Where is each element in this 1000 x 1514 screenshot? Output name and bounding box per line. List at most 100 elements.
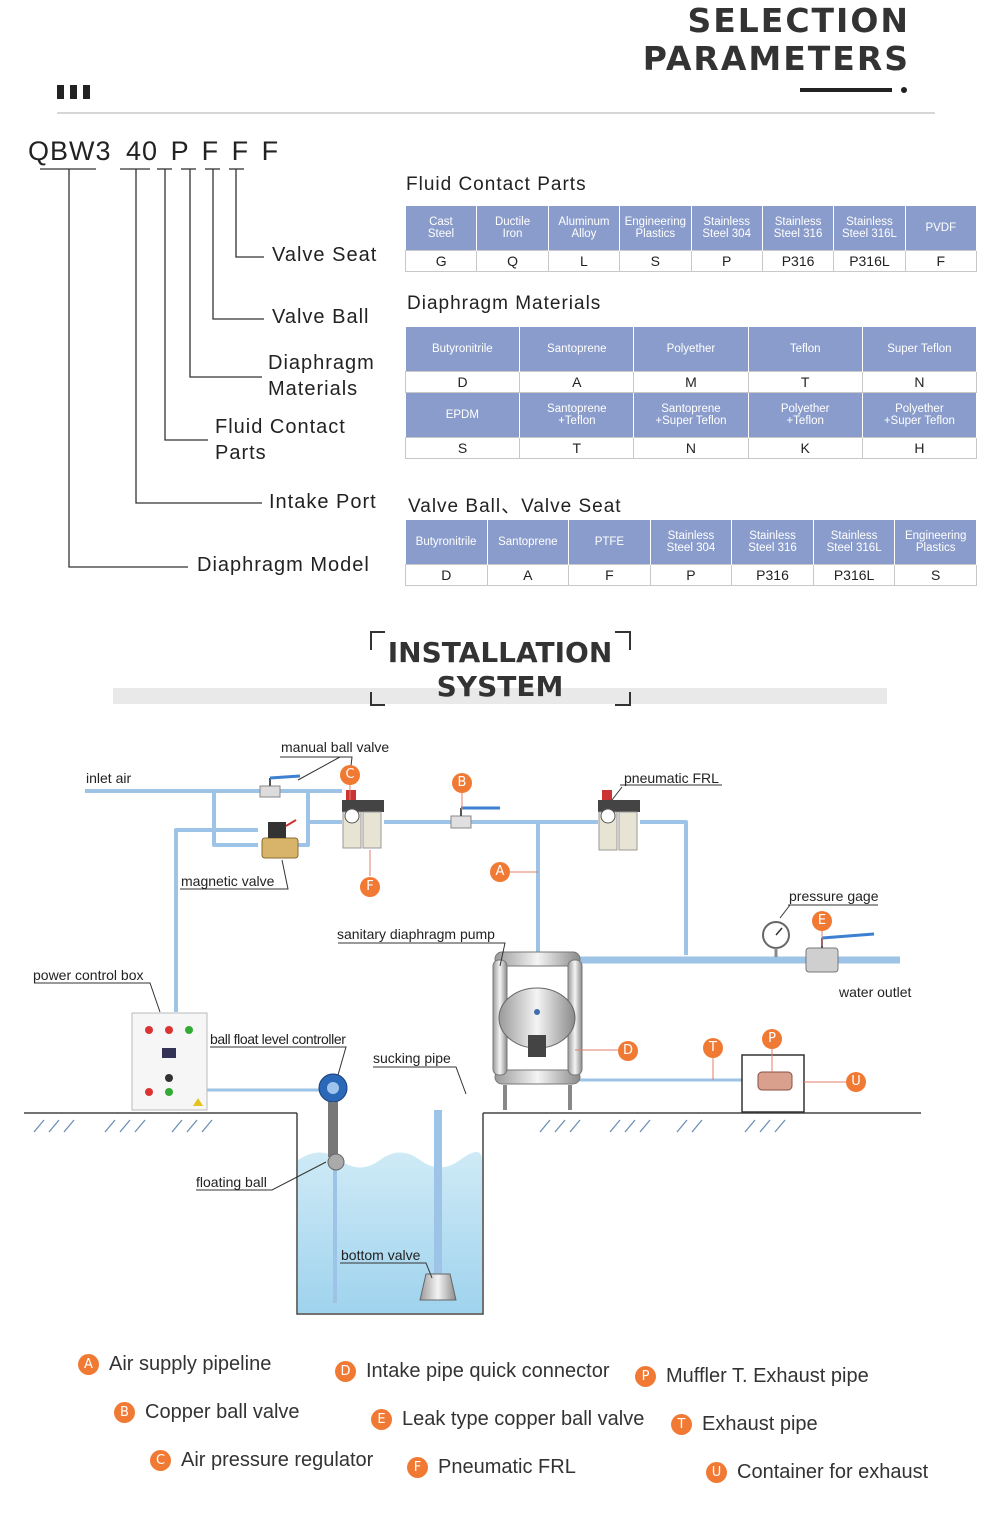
fluid-contact-code-6: P316L	[833, 250, 906, 272]
page-title: SELECTION PARAMETERS	[643, 2, 910, 78]
fluid-contact-code-1: Q	[476, 250, 549, 272]
diaphragm-r2-header-3: Polyether+Teflon	[748, 392, 863, 438]
diaphragm-r2-code-0: S	[404, 437, 521, 459]
model-code: QBW3 40 P F F F	[28, 136, 279, 167]
ball-seat-code-6: S	[894, 564, 977, 586]
code-p1: P	[170, 136, 190, 166]
label-inlet-air: inlet air	[86, 770, 132, 786]
badge-b: B	[452, 773, 472, 793]
ball-seat-code-1: A	[486, 564, 570, 586]
fluid-contact-title: Fluid Contact Parts	[406, 174, 587, 195]
fluid-contact-code-5: P316	[761, 250, 835, 272]
code-p4: F	[261, 136, 280, 166]
label-manual-ball-valve: manual ball valve	[281, 739, 390, 755]
diaphragm-r1-header-4: Super Teflon	[862, 327, 978, 372]
badge-p: P	[762, 1029, 782, 1049]
diaphragm-title: Diaphragm Materials	[407, 293, 602, 314]
badge-u: U	[846, 1072, 866, 1092]
label-valve-seat: Valve Seat	[272, 244, 378, 266]
power-control-box	[131, 1012, 208, 1111]
badge-a: A	[490, 862, 510, 882]
diaphragm-r2-code-2: N	[633, 437, 749, 459]
title-line-1: SELECTION	[687, 1, 910, 40]
leader-valve-ball	[212, 169, 264, 320]
leak-type-ball-valve	[805, 932, 875, 973]
header-decoration	[57, 85, 935, 114]
bar-mark-2	[70, 85, 77, 99]
title-band	[113, 688, 887, 704]
diaphragm-r1-code-2: M	[633, 371, 749, 393]
diaphragm-r2-code-1: T	[519, 437, 635, 459]
installation-title: INSTALLATION SYSTEM	[387, 636, 613, 703]
code-p2: F	[201, 136, 220, 166]
diaphragm-r1-code-4: N	[861, 371, 978, 393]
fluid-contact-code-7: F	[904, 250, 978, 272]
label-intake-port: Intake Port	[269, 491, 377, 513]
diaphragm-r2-code-4: H	[861, 437, 978, 459]
air-pipes	[85, 789, 688, 1012]
fluid-contact-header-7: PVDF	[905, 206, 978, 251]
title-dot	[901, 87, 907, 93]
label-diaphragm-model: Diaphragm Model	[197, 554, 370, 576]
title-underline	[800, 88, 892, 92]
badge-f: F	[360, 877, 380, 897]
code-leader-lines	[40, 168, 264, 568]
code-prefix: QBW3	[28, 136, 112, 166]
leader-diaphragm	[189, 169, 262, 378]
diaphragm-r1-header-2: Polyether	[633, 327, 749, 372]
diaphragm-r1-header-0: Butyronitrile	[405, 327, 521, 372]
sanitary-diaphragm-pump	[492, 951, 583, 1110]
exhaust-container	[741, 1054, 805, 1113]
fluid-contact-code-2: L	[547, 250, 621, 272]
badge-e: E	[812, 911, 832, 931]
diaphragm-r2-code-3: K	[747, 437, 863, 459]
diaphragm-r2-header-1: Santoprene+Teflon	[519, 392, 635, 438]
title-line-2: PARAMETERS	[642, 39, 910, 78]
installation-diagram	[24, 756, 921, 1315]
ball-seat-code-2: F	[568, 564, 651, 586]
ball-seat-header-0: Butyronitrile	[405, 520, 488, 565]
manual-ball-valve	[259, 774, 301, 798]
diaphragm-r1-code-0: D	[404, 371, 521, 393]
ball-seat-header-1: Santoprene	[487, 520, 570, 565]
label-magnetic-valve: magnetic valve	[181, 873, 275, 889]
label-pneumatic-frl: pneumatic FRL	[624, 770, 719, 786]
badge-c: C	[340, 765, 360, 785]
air-pressure-regulator	[342, 790, 384, 849]
label-water-outlet: water outlet	[839, 984, 912, 1000]
label-valve-ball: Valve Ball	[272, 306, 370, 328]
code-p3: F	[231, 136, 250, 166]
leader-model	[68, 169, 188, 568]
code-port: 40	[126, 136, 159, 166]
bar-mark-3	[83, 85, 90, 99]
badge-d: D	[618, 1041, 638, 1061]
bottom-valve	[419, 1273, 457, 1301]
fluid-contact-code-0: G	[404, 250, 478, 272]
diaphragm-r2-header-0: EPDM	[405, 392, 521, 438]
ground-hatch	[33, 1119, 786, 1133]
diaphragm-r1-code-3: T	[747, 371, 863, 393]
label-floating-ball: floating ball	[196, 1174, 267, 1190]
diaphragm-r1-header-3: Teflon	[748, 327, 863, 372]
bar-mark-1	[57, 85, 64, 99]
label-diaphragm-materials: Diaphragm Materials	[268, 352, 375, 400]
label-ball-float: ball float level controller	[210, 1031, 346, 1047]
